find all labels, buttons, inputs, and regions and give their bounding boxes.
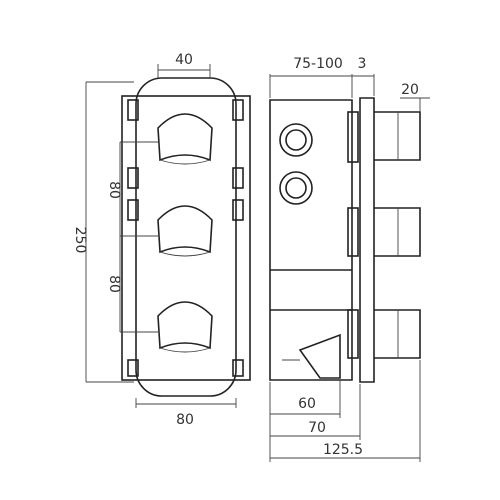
- dim-side-depth-70-label: 70: [308, 420, 326, 436]
- dim-front-spacing: 80 80: [106, 141, 158, 333]
- front-view: 40 80 250 80 80: [72, 52, 251, 428]
- dim-front-bottom-width-label: 80: [176, 412, 194, 428]
- dim-front-overall-height: 250: [72, 81, 134, 383]
- front-handle-2: [157, 205, 213, 257]
- dim-side-depth-range-label: 75-100: [293, 56, 343, 72]
- side-port-lower: [279, 171, 313, 205]
- dim-front-spacing-upper-label: 80: [106, 181, 122, 199]
- side-body: [269, 99, 353, 381]
- dim-side-top: 75-100 3: [269, 56, 375, 98]
- dim-side-70: 70: [270, 384, 361, 440]
- dim-side-handle-projection-label: 20: [401, 82, 419, 98]
- dim-side-plate-thickness-label: 3: [358, 56, 367, 72]
- dim-front-top-width-label: 40: [175, 52, 193, 68]
- side-plate: [359, 97, 375, 383]
- dim-side-depth-60-label: 60: [298, 396, 316, 412]
- dim-side-60: 60: [269, 380, 341, 420]
- side-handles: [374, 111, 421, 359]
- dim-front-spacing-lower-label: 80: [106, 275, 122, 293]
- dim-side-overall-label: 125.5: [323, 442, 363, 458]
- side-cartridges: [347, 111, 359, 359]
- side-view: 75-100 3 20 60 70 125.5: [269, 56, 430, 462]
- dim-front-top-width: 40: [157, 52, 211, 78]
- dim-front-overall-height-label: 250: [72, 227, 88, 254]
- side-port-upper: [279, 123, 313, 157]
- front-face-plate: [135, 77, 237, 397]
- front-handle-3: [157, 301, 213, 353]
- front-back-box: [121, 95, 251, 381]
- dim-front-bottom-width: 80: [135, 398, 237, 428]
- dim-side-overall: 125.5: [269, 360, 421, 462]
- dim-side-handle: 20: [400, 82, 430, 112]
- front-handle-1: [157, 113, 213, 165]
